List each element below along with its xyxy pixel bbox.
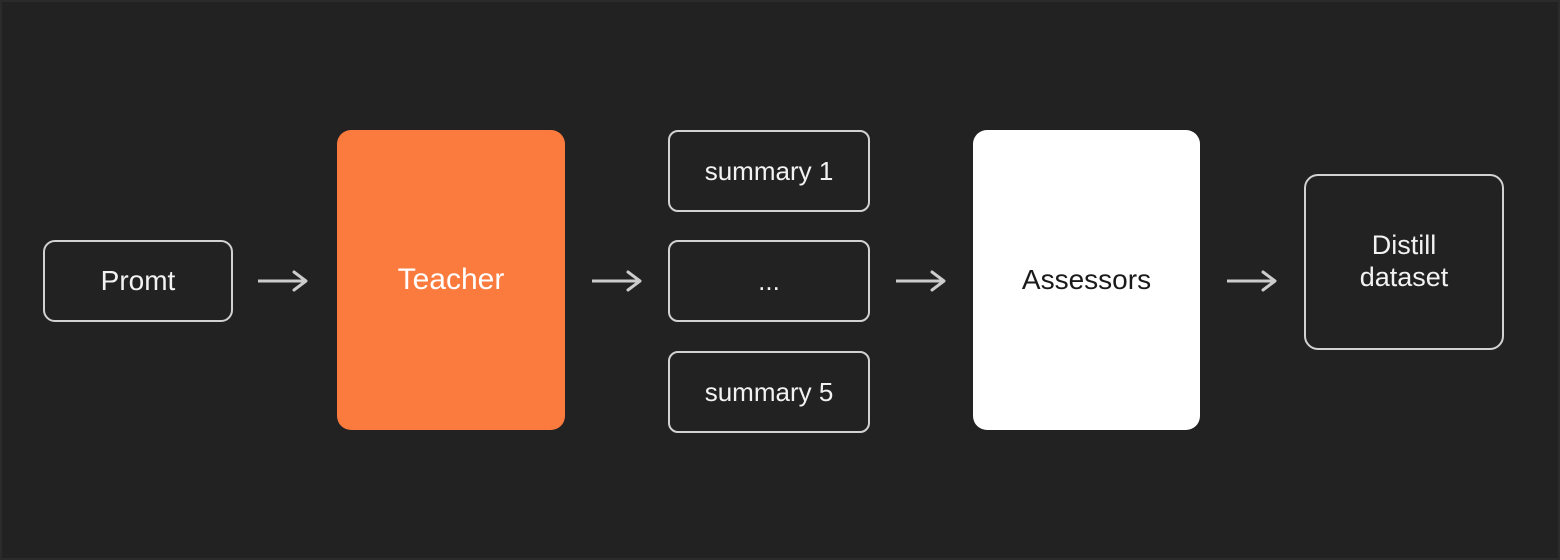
arrow-right-icon-summaries-to-assessors (892, 260, 954, 302)
node-teacher-label: Teacher (397, 263, 505, 297)
node-summary-1[interactable]: summary 1 (668, 130, 870, 212)
node-distill-dataset-label: Distill dataset (1359, 230, 1449, 292)
node-summary-ellipsis-label: ... (758, 265, 780, 296)
node-summary-1-label: summary 1 (704, 155, 834, 186)
node-summary-5[interactable]: summary 5 (668, 351, 870, 433)
node-assessors-label: Assessors (1021, 264, 1152, 296)
node-teacher[interactable]: Teacher (337, 130, 565, 430)
arrow-right-icon-prompt-to-teacher (254, 260, 316, 302)
arrow-right-icon-teacher-to-summaries (588, 260, 650, 302)
node-distill-dataset[interactable]: Distill dataset (1304, 174, 1504, 350)
node-summary-ellipsis[interactable]: ... (668, 240, 870, 322)
node-prompt-label: Promt (100, 265, 176, 297)
node-summary-5-label: summary 5 (704, 376, 834, 407)
node-prompt[interactable]: Promt (43, 240, 233, 322)
arrow-right-icon-assessors-to-distill (1223, 260, 1285, 302)
node-assessors[interactable]: Assessors (973, 130, 1200, 430)
